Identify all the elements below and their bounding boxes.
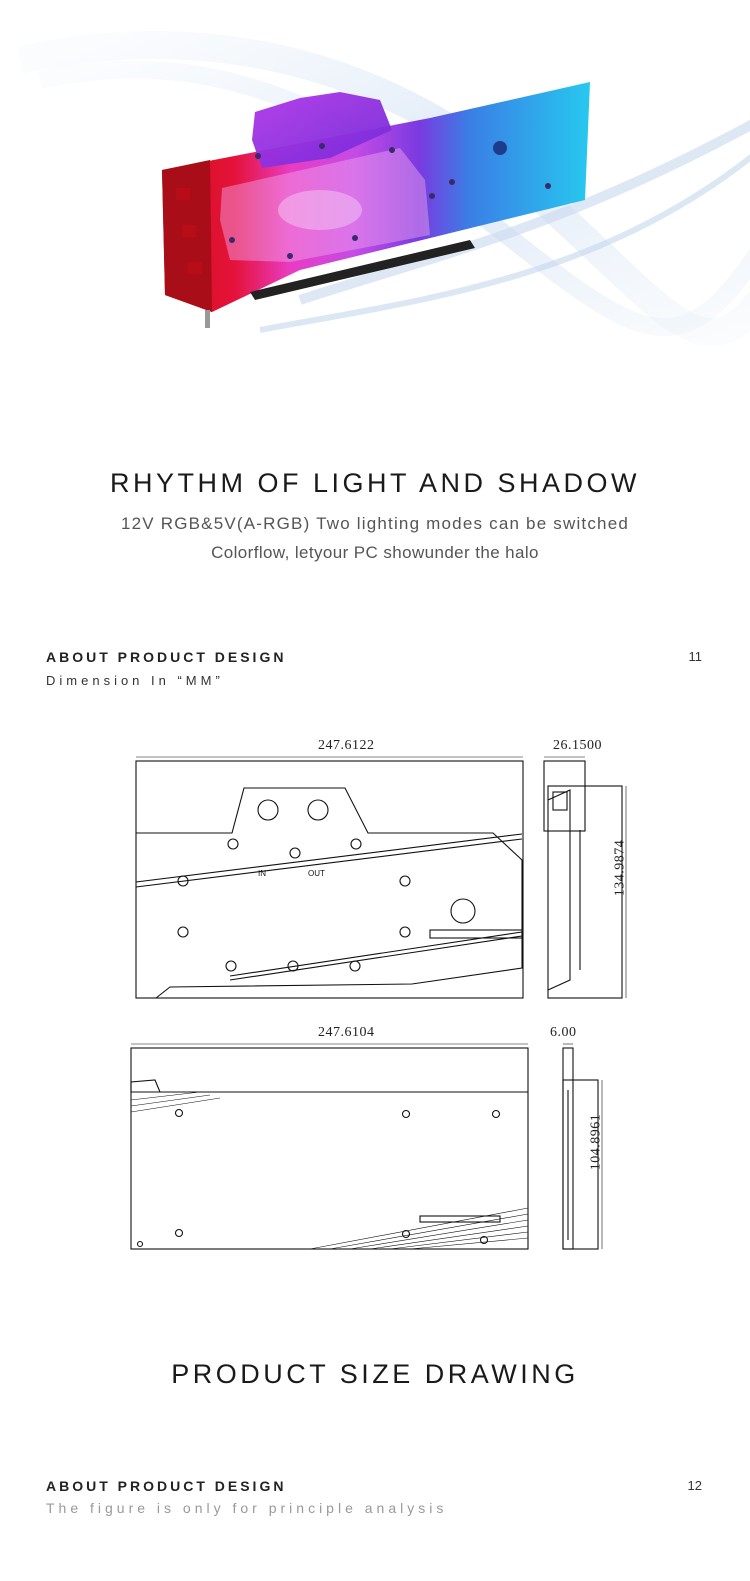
back-height-dimension: 104.8961 [588, 1113, 604, 1171]
page-number-2: 12 [687, 1478, 702, 1493]
dimension-unit-label: Dimension In “MM” [46, 673, 224, 688]
out-port-label: OUT [308, 869, 325, 878]
back-depth-dimension: 6.00 [550, 1025, 577, 1040]
technical-drawing-svg: IN OUT [130, 756, 627, 1250]
in-port-label: IN [258, 869, 266, 878]
about-product-design-title-2: ABOUT PRODUCT DESIGN [46, 1478, 287, 1494]
principle-analysis-note: The figure is only for principle analysi… [46, 1500, 448, 1516]
about-product-design-title: ABOUT PRODUCT DESIGN [46, 649, 287, 665]
front-width-dimension: 247.6122 [318, 738, 375, 753]
section-title-size-drawing: PRODUCT SIZE DRAWING [171, 1359, 579, 1389]
product-hero-image [16, 31, 750, 347]
front-height-dimension: 134.9874 [612, 839, 628, 897]
back-width-dimension: 247.6104 [318, 1025, 375, 1040]
dimension-drawings: IN OUT [0, 730, 750, 1270]
front-outline [135, 760, 524, 999]
section-subtitle-line-2: Colorflow, letyour PC showunder the halo [211, 543, 539, 562]
front-depth-dimension: 26.1500 [553, 738, 602, 753]
page-number: 11 [688, 649, 703, 664]
section-subtitle-line-1: 12V RGB&5V(A-RGB) Two lighting modes can… [120, 514, 630, 533]
section-title-light-shadow: RHYTHM OF LIGHT AND SHADOW [109, 468, 641, 498]
